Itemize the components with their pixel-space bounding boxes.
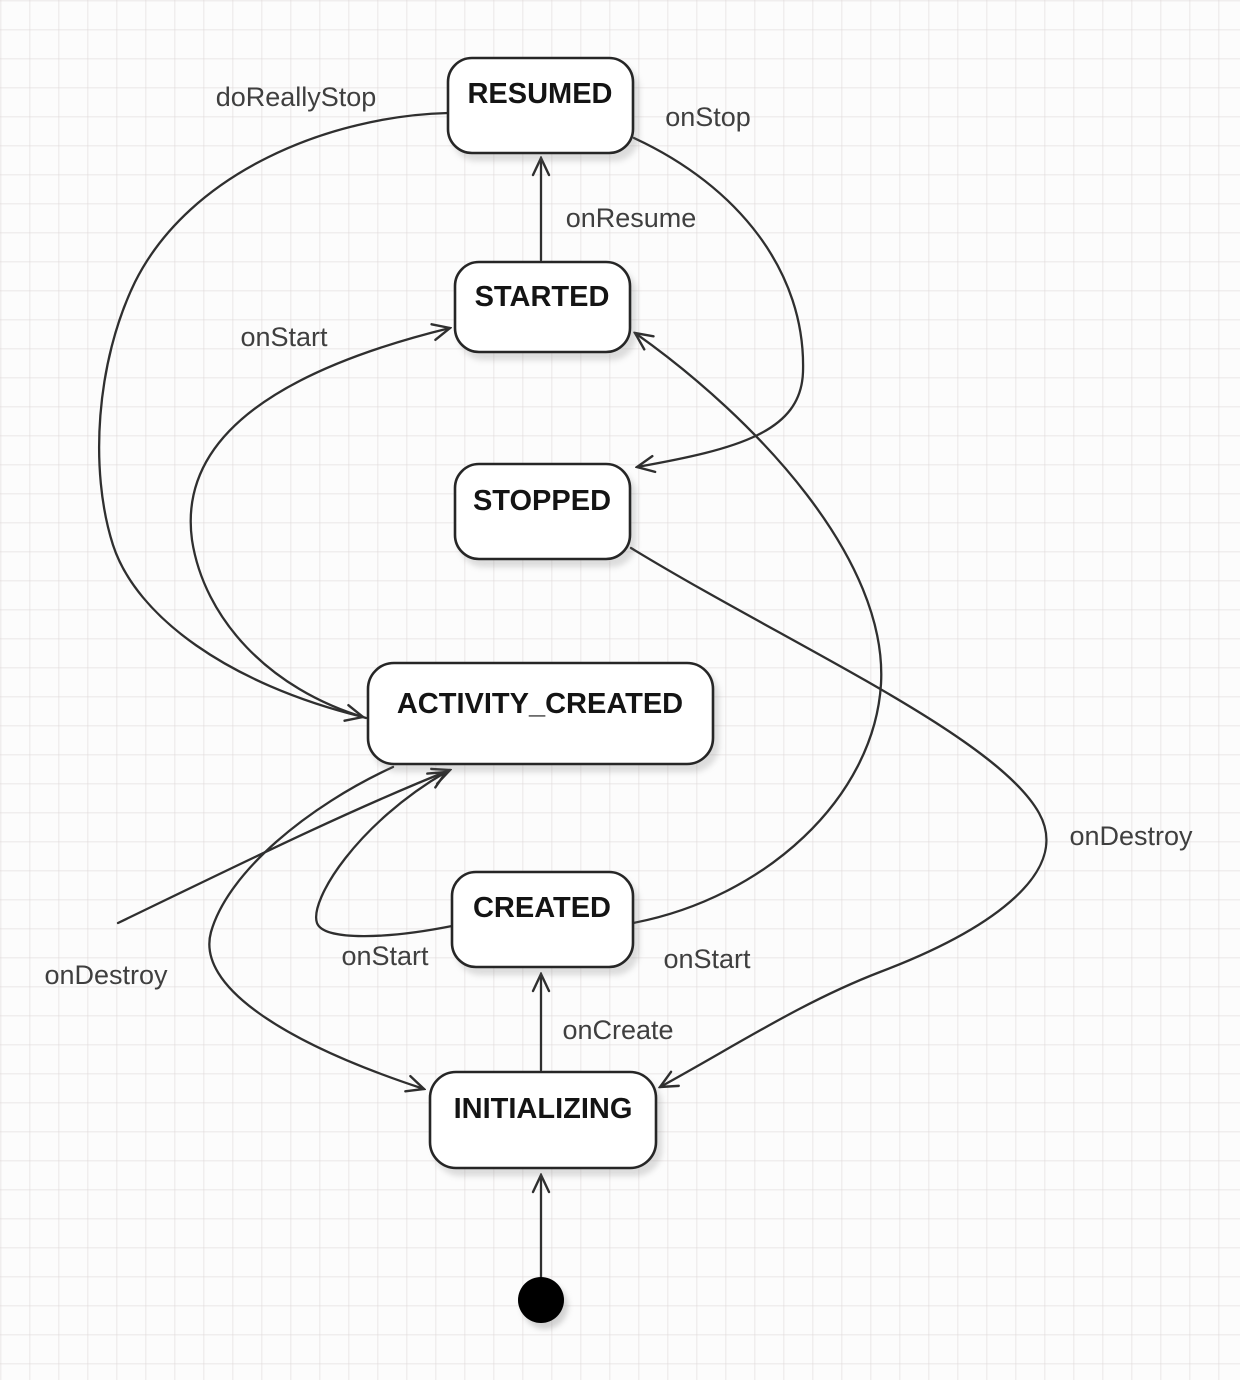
edge-label-on-create: onCreate [562, 1015, 673, 1045]
edge-label-on-start-upper: onStart [240, 322, 328, 352]
edge-activity-created-to-started [189, 328, 450, 720]
state-stopped-label: STOPPED [473, 485, 611, 517]
state-resumed-box[interactable] [446, 56, 635, 155]
state-initializing-label: INITIALIZING [454, 1093, 633, 1125]
transition-labels: doReallyStop onStop onResume onStart onS… [44, 82, 1193, 1045]
edge-resumed-to-activity-created [98, 111, 450, 717]
state-started[interactable]: STARTED [453, 260, 632, 354]
state-activity-created[interactable]: ACTIVITY_CREATED [366, 661, 715, 766]
transition-edges [98, 111, 1048, 1279]
state-stopped[interactable]: STOPPED [453, 462, 632, 561]
state-started-box[interactable] [453, 260, 632, 354]
edge-created-to-activity-created [315, 772, 454, 938]
state-created-box[interactable] [450, 870, 635, 969]
initial-state-dot [518, 1277, 564, 1323]
state-started-label: STARTED [475, 281, 610, 313]
edge-stopped-to-initializing [629, 546, 1048, 1087]
edge-label-on-start-right: onStart [663, 944, 751, 974]
state-created[interactable]: CREATED [450, 870, 635, 969]
state-resumed[interactable]: RESUMED [446, 56, 635, 155]
edge-label-on-destroy-left: onDestroy [44, 960, 168, 990]
state-activity-created-label: ACTIVITY_CREATED [397, 688, 683, 720]
state-activity-created-box[interactable] [366, 661, 715, 766]
edge-created-to-started [631, 333, 883, 925]
state-resumed-label: RESUMED [467, 78, 612, 110]
edge-created-to-activity-created-2 [116, 770, 450, 925]
state-initializing[interactable]: INITIALIZING [428, 1070, 658, 1170]
state-created-label: CREATED [473, 892, 611, 924]
edge-label-on-start-left: onStart [341, 941, 429, 971]
edge-label-on-destroy-right: onDestroy [1069, 821, 1193, 851]
edge-activity-created-to-initializing [208, 765, 424, 1089]
edge-label-on-stop: onStop [665, 102, 751, 132]
edge-resumed-to-stopped [632, 136, 805, 467]
edge-label-on-resume: onResume [566, 203, 697, 233]
edge-label-do-really-stop: doReallyStop [216, 82, 377, 112]
state-stopped-box[interactable] [453, 462, 632, 561]
state-initializing-box[interactable] [428, 1070, 658, 1170]
